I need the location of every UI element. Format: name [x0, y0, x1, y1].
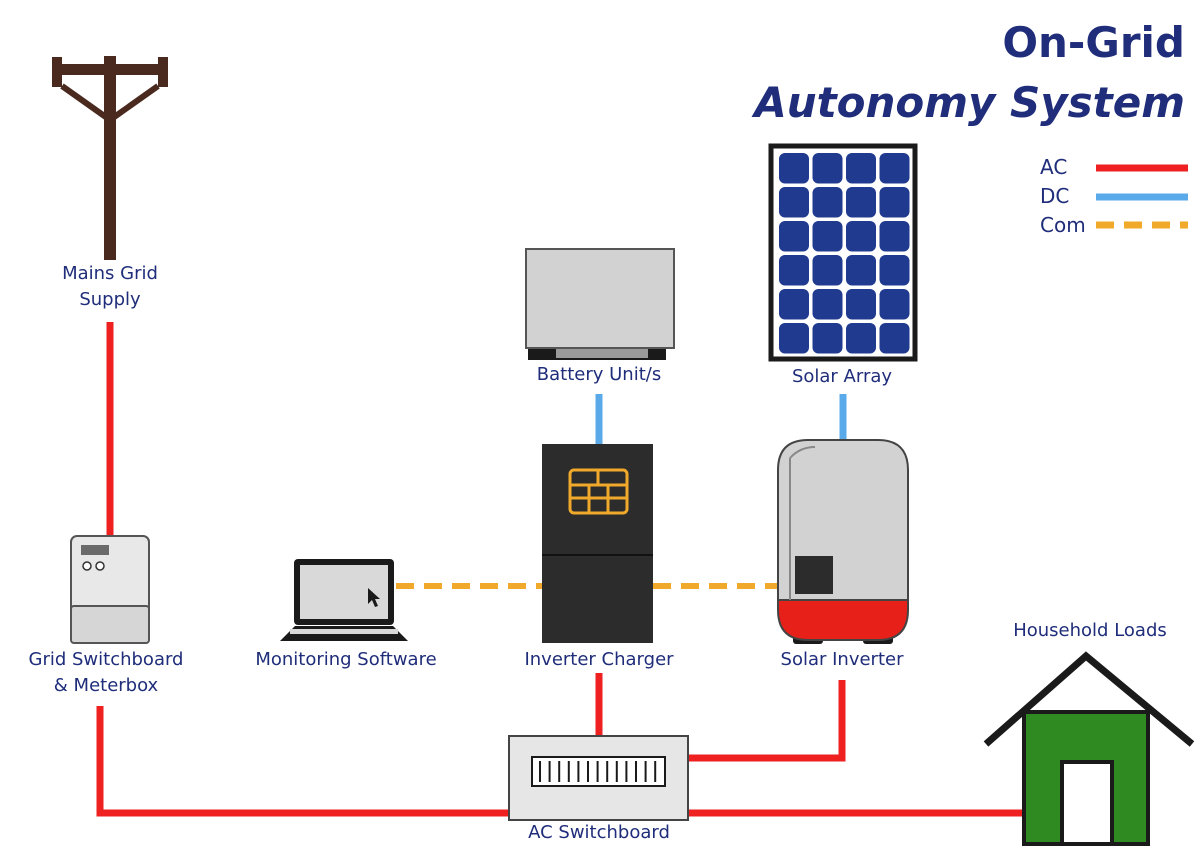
ac-switchboard-label: AC Switchboard [528, 822, 670, 843]
solar-cell [879, 255, 910, 286]
ac-line-solar-inverter-to-switchboard [688, 680, 846, 762]
mains-grid-label-line1: Mains Grid [62, 263, 158, 284]
ac-connection-lines [96, 322, 1022, 817]
solar-cell [879, 221, 910, 252]
mains-grid-label-line2: Supply [79, 289, 141, 310]
monitoring-software-label: Monitoring Software [255, 649, 437, 670]
legend-label-dc: DC [1040, 184, 1070, 208]
solar-cell [879, 187, 910, 218]
grid-switchboard-label-line2: & Meterbox [53, 675, 159, 696]
dc-connection-lines [595, 394, 847, 444]
solar-array-icon [768, 143, 918, 362]
solar-cell [812, 221, 843, 252]
solar-cell [812, 255, 843, 286]
solar-inverter-label: Solar Inverter [780, 649, 904, 670]
meterbox-icon [70, 535, 150, 644]
solar-cell [812, 289, 843, 320]
breaker-row [539, 761, 657, 782]
solar-cell [879, 153, 910, 184]
solar-cell [846, 221, 876, 252]
solar-cells [779, 153, 910, 354]
solar-inverter-icon [777, 439, 909, 644]
inverter-charger-icon [542, 444, 653, 643]
solar-cell [846, 153, 876, 184]
grid-switchboard-label: Grid Switchboard & Meterbox [16, 647, 196, 699]
legend-label-com: Com [1040, 213, 1086, 237]
mains-grid-label: Mains Grid Supply [30, 261, 190, 313]
solar-cell [846, 187, 876, 218]
solar-cell [812, 153, 843, 184]
ac-line-meter-to-switchboard [96, 706, 509, 817]
legend-swatches [1096, 164, 1188, 229]
grid-switchboard-label-line1: Grid Switchboard [28, 649, 184, 670]
solar-cell [779, 323, 809, 354]
legend-label-ac: AC [1040, 155, 1068, 179]
utility-pole-icon [52, 56, 168, 260]
solar-cell [779, 221, 809, 252]
laptop-icon [280, 559, 408, 641]
solar-cell [812, 187, 843, 218]
household-loads-label: Household Loads [1013, 620, 1167, 641]
cursor-icon [368, 588, 380, 607]
inverter-display-icon [568, 468, 629, 515]
ac-switchboard-icon [508, 735, 689, 821]
house-icon [983, 651, 1195, 846]
battery-icon [525, 248, 675, 360]
title-line-1: On-Grid [1002, 18, 1185, 67]
solar-cell [846, 255, 876, 286]
solar-cell [812, 323, 843, 354]
solar-cell [779, 289, 809, 320]
solar-array-label: Solar Array [791, 366, 893, 387]
battery-label: Battery Unit/s [536, 364, 662, 385]
solar-cell [846, 323, 876, 354]
solar-cell [779, 153, 809, 184]
solar-cell [846, 289, 876, 320]
solar-cell [779, 187, 809, 218]
title-line-2: Autonomy System [754, 78, 1185, 127]
solar-cell [779, 255, 809, 286]
solar-cell [879, 323, 910, 354]
inverter-charger-label: Inverter Charger [524, 649, 674, 670]
solar-cell [879, 289, 910, 320]
